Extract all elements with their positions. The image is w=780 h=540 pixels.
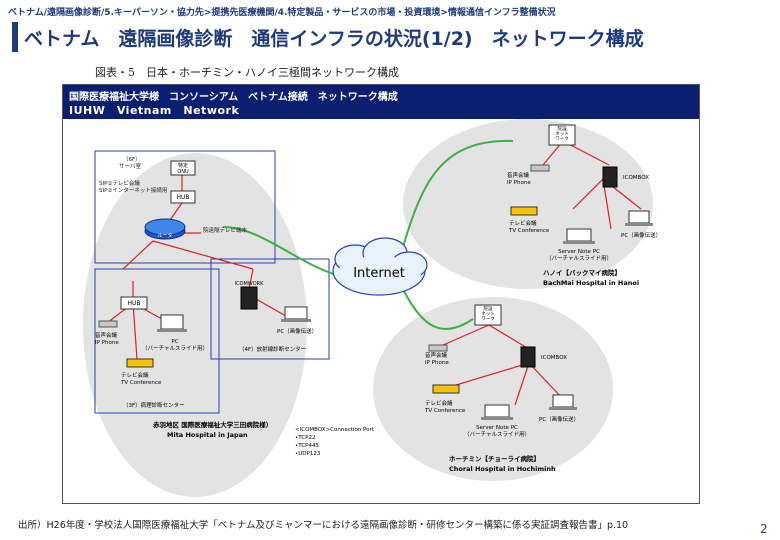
- hub1-label: HUB: [176, 194, 189, 201]
- hanoi-icombox-label: ICOMBOX: [623, 175, 649, 181]
- japan-tv-conf-icon: [126, 358, 154, 368]
- hanoi-server-pc-label: Server Note PC（バーチャルスライド用）: [546, 249, 612, 262]
- remote-terminal-label: 院遠隔テレビ端末: [203, 226, 248, 234]
- diagram-header: 国際医療福祉大学様 コンソーシアム ベトナム接続 ネットワーク構成 IUHW V…: [63, 85, 699, 119]
- japan-slide-pc-icon: [160, 314, 184, 330]
- hcm-ip-phone-icon: [428, 344, 448, 352]
- hanoi-network-box: [548, 124, 576, 146]
- internet-label: Internet: [353, 266, 405, 281]
- breadcrumb: ベトナム/遠隔画像診断/5.キーパーソン・協力先>提携先医療機関/4.特定製品・…: [8, 8, 556, 18]
- hub2-label: HUB: [127, 300, 140, 307]
- hcm-hospital-jp: ホーチミン【チョーライ病院】: [449, 454, 540, 463]
- hub2-device: [120, 296, 148, 310]
- hub1-device: [170, 190, 196, 204]
- floor6-label: （6F）サーバ室: [119, 156, 141, 170]
- diagram-header-title: 国際医療福祉大学様 コンソーシアム ベトナム接続 ネットワーク構成: [69, 92, 398, 103]
- japan-image-pc-label: PC（画像伝送）: [277, 327, 317, 335]
- hanoi-ip-phone-icon: [530, 164, 550, 172]
- hanoi-hospital-jp: ハノイ【バックマイ病院】: [543, 268, 621, 277]
- title-accent-bar: [12, 22, 18, 52]
- icomwork-label: ICOMWORK: [235, 281, 265, 287]
- hcm-server-pc-label: Server Note PC（バーチャルスライド用）: [464, 425, 530, 438]
- internet-cloud: Internet: [332, 237, 428, 296]
- svg-text:ルータ: ルータ: [157, 232, 172, 239]
- diagram-header-subtitle: IUHW Vietnam Network: [69, 104, 240, 117]
- hanoi-icombox-device: [602, 166, 618, 188]
- hanoi-tv-conf-icon: [510, 206, 538, 216]
- japan-slide-pc-label: PC（バーチャルスライド用）: [142, 339, 208, 352]
- link-hanoi-internet: [402, 139, 514, 248]
- icomwork-device: [240, 286, 258, 310]
- hcm-server-pc-base: [481, 417, 513, 420]
- page-title: ベトナム 遠隔画像診断 通信インフラの状況(1/2) ネットワーク構成: [24, 28, 644, 50]
- japan-hospital-jp: 赤羽地区 国際医療福祉大学三田病院様）: [153, 420, 272, 429]
- hcm-server-pc-icon: [484, 404, 510, 418]
- japan-image-pc-icon: [284, 306, 308, 320]
- floor4-box: [210, 258, 330, 360]
- hcm-icombox-device: [520, 346, 536, 368]
- hanoi-network-label: 院設ネットワーク: [555, 125, 569, 142]
- japan-slide-pc-base: [157, 329, 187, 332]
- hanoi-image-pc-icon: [628, 210, 650, 224]
- hcm-network-label: 院設ネットワーク: [481, 305, 495, 322]
- router-icon: ルータ: [144, 218, 186, 240]
- japan-ip-phone-icon: [98, 320, 118, 328]
- hanoi-server-pc-base: [563, 241, 595, 244]
- network-diagram-frame: 国際医療福祉大学様 コンソーシアム ベトナム接続 ネットワーク構成 IUHW V…: [62, 84, 700, 504]
- hcm-tv-conf-icon: [432, 384, 460, 394]
- hcm-network-box: [474, 304, 502, 326]
- page-number: 2: [760, 522, 768, 536]
- hcm-hospital-en: Choral Hospital in Hochiminh: [449, 465, 556, 473]
- floor3-box: [94, 268, 220, 414]
- hcm-image-pc-base: [549, 407, 577, 410]
- hcm-image-pc-label: PC（画像伝送）: [539, 415, 579, 423]
- japan-hospital-en: Mita Hospital in Japan: [167, 431, 248, 439]
- hanoi-zone: [403, 119, 653, 289]
- japan-zone: [83, 153, 307, 497]
- hcm-icombox-label: ICOMBOX: [541, 355, 567, 361]
- hanoi-image-pc-label: PC（画像伝送）: [621, 231, 661, 239]
- link-japan-internet: [222, 226, 346, 278]
- source-citation: 出所）H26年度・学校法人国際医療福祉大学「ベトナム及びミャンマーにおける遠隔画…: [18, 520, 629, 531]
- floor4-label: （4F）放射線診断センター: [239, 345, 306, 353]
- onu-device: [170, 160, 196, 176]
- hanoi-server-pc-icon: [566, 228, 592, 242]
- hcm-image-pc-icon: [552, 394, 574, 408]
- japan-image-pc-base: [281, 319, 311, 322]
- floor3-label: （3F）病理診断センター: [123, 401, 185, 409]
- connection-ports: <ICOMBOX>Connection Port•TCP22•TCP443•UD…: [295, 427, 375, 457]
- hanoi-image-pc-base: [625, 223, 653, 226]
- hanoi-hospital-en: BachMai Hospital in Hanoi: [543, 279, 639, 287]
- figure-caption: 図表・5 日本・ホーチミン・ハノイ三極間ネットワーク構成: [95, 66, 399, 79]
- link-hcm-internet: [402, 288, 474, 330]
- floor6-box: [94, 150, 276, 264]
- hcm-zone: [373, 297, 613, 481]
